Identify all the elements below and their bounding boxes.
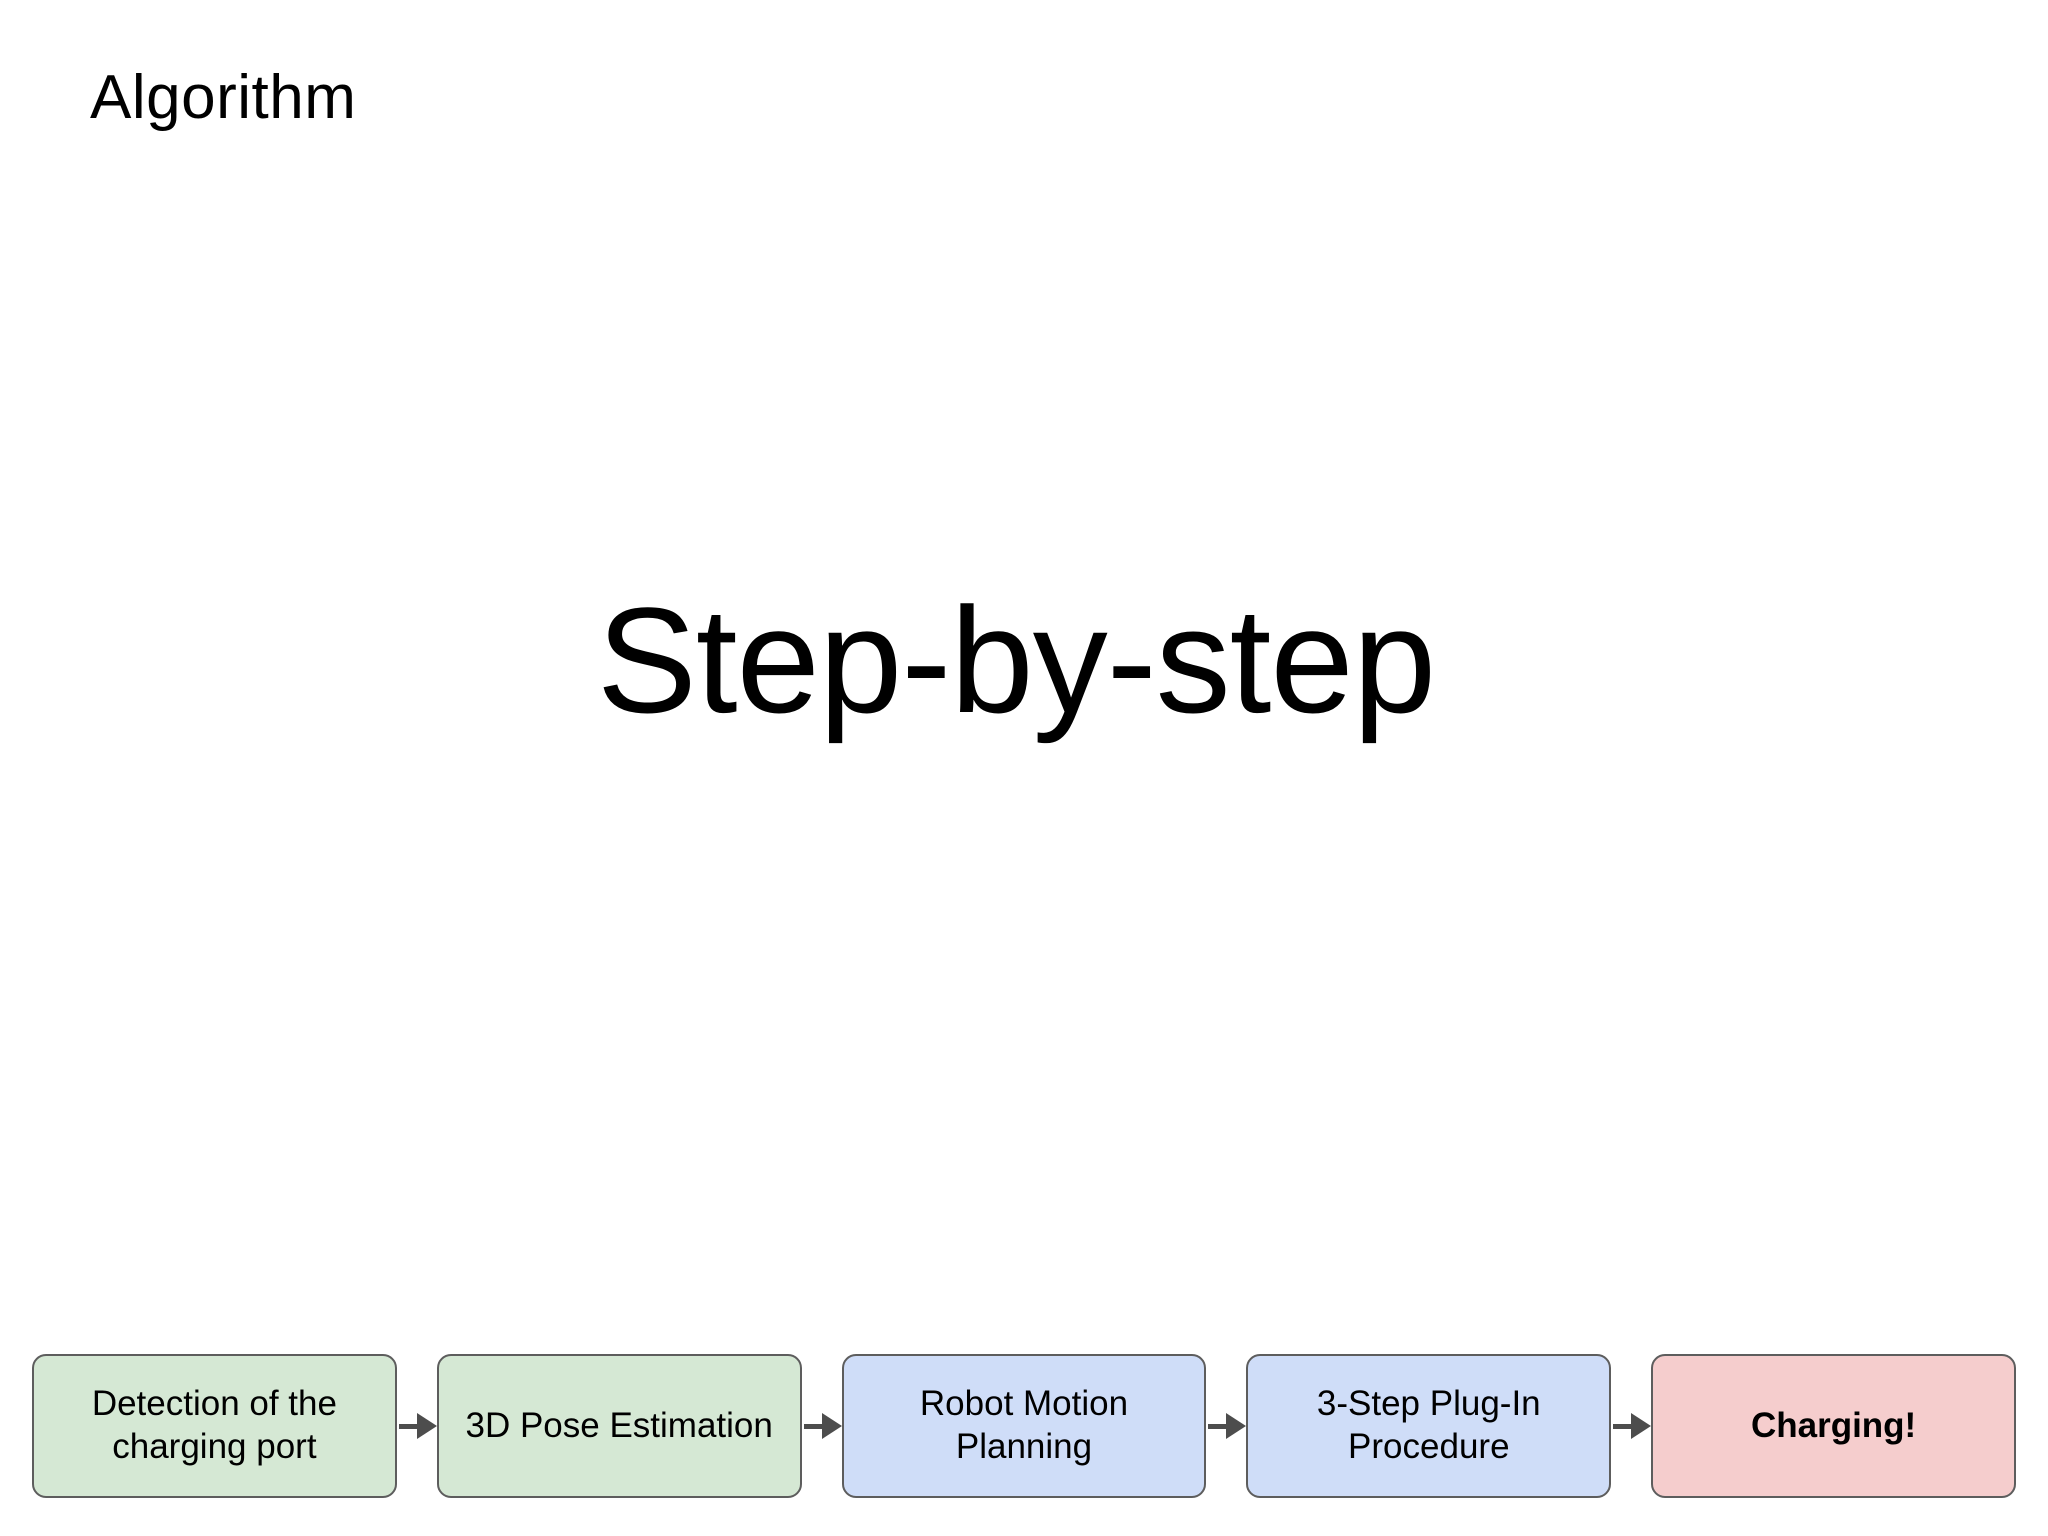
flow-step-motion-planning[interactable]: Robot Motion Planning (841, 1354, 1207, 1498)
arrow-shaft (803, 1423, 826, 1429)
flow-step-label: Robot Motion Planning (919, 1384, 1129, 1466)
flow-step-label: 3-Step Plug-In Procedure (1316, 1384, 1541, 1466)
flow-step-label: 3D Pose Estimation (465, 1405, 773, 1445)
page-title: Algorithm (90, 63, 357, 132)
flow-step-label: Detection of the charging port (91, 1384, 337, 1466)
arrow-head (1226, 1413, 1247, 1439)
flow-step-plug-in-procedure[interactable]: 3-Step Plug-In Procedure (1246, 1354, 1612, 1498)
arrow-right-icon (397, 1354, 437, 1498)
flow-step-charging[interactable]: Charging! (1651, 1354, 2016, 1498)
main-heading: Step-by-step (0, 560, 2048, 760)
arrow-shaft (398, 1423, 421, 1429)
arrow-shaft (1208, 1423, 1231, 1429)
arrow-head (821, 1413, 842, 1439)
flow-step-detection[interactable]: Detection of the charging port (32, 1354, 397, 1498)
pipeline-flowchart: Detection of the charging port 3D Pose E… (32, 1354, 2016, 1498)
arrow-right-icon (1611, 1354, 1652, 1498)
flow-step-label: Charging! (1750, 1405, 1917, 1445)
flow-step-pose-estimation[interactable]: 3D Pose Estimation (436, 1354, 802, 1498)
arrow-right-icon (802, 1354, 842, 1498)
arrow-head (416, 1413, 437, 1439)
arrow-shaft (1613, 1423, 1636, 1429)
main-heading-text: Step-by-step (596, 576, 1436, 744)
arrow-head (1631, 1413, 1652, 1439)
arrow-right-icon (1206, 1354, 1247, 1498)
